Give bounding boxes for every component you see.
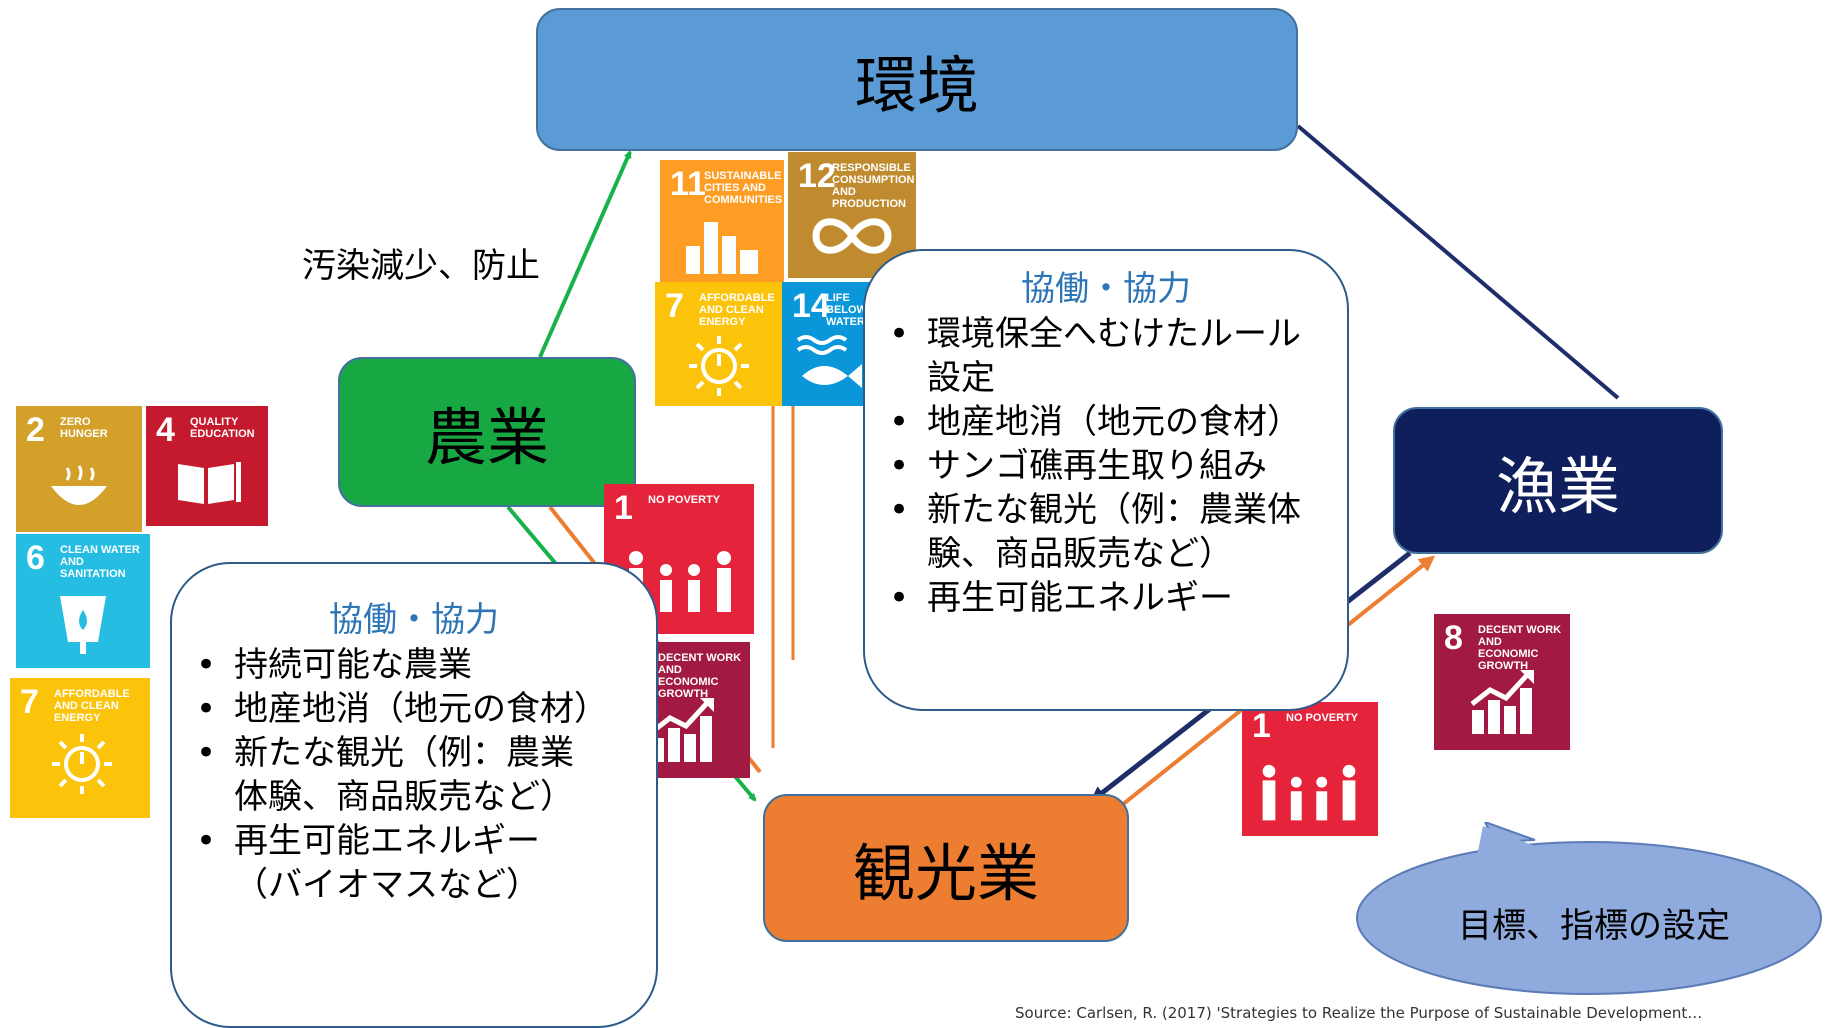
list-item: 新たな観光（例：農業体験、商品販売など）: [172, 731, 602, 819]
card-title: 協働・協力: [329, 600, 499, 640]
node-fishery: 漁業: [1393, 407, 1723, 554]
sdg-tile-7-left: 7 AFFORDABLE AND CLEAN ENERGY: [10, 678, 150, 818]
node-environment-label: 環境: [854, 48, 979, 122]
card-list: 環境保全へむけたルール設定 地産地消（地元の食材） サンゴ礁再生取り組み 新たな…: [865, 312, 1305, 620]
sdg-tile-label: ZERO HUNGER: [60, 416, 108, 440]
list-item: 新たな観光（例：農業体験、商品販売など）: [865, 488, 1305, 576]
sdg-tile-number: 4: [156, 411, 175, 449]
sdg-tile-8-right: 8 DECENT WORK AND ECONOMIC GROWTH: [1434, 614, 1570, 750]
target-bubble-label: 目標、指標の設定: [1458, 906, 1730, 946]
sdg-tile-number: 11: [670, 165, 706, 203]
list-item: 環境保全へむけたルール設定: [865, 312, 1305, 400]
sdg-tile-14: 14 LIFE BELOW WATER: [782, 282, 872, 406]
list-item: 再生可能エネルギー: [865, 576, 1305, 620]
sun-power-icon: [52, 734, 112, 794]
node-environment: 環境: [536, 8, 1298, 151]
city-buildings-icon: [686, 222, 758, 274]
sdg-tile-number: 8: [1444, 619, 1463, 657]
family-icon: [1262, 764, 1356, 821]
sdg-tile-2: 2 ZERO HUNGER: [16, 406, 142, 532]
sdg-tile-number: 12: [798, 157, 836, 195]
sdg-tile-label: AFFORDABLE AND CLEAN ENERGY: [699, 292, 775, 328]
list-item: 持続可能な農業: [172, 643, 602, 687]
infinity-icon: [812, 218, 892, 254]
node-tourism-label: 観光業: [852, 837, 1039, 910]
sdg-tile-label: DECENT WORK AND ECONOMIC GROWTH: [658, 652, 742, 700]
list-item: サンゴ礁再生取り組み: [865, 444, 1305, 488]
node-tourism: 観光業: [763, 794, 1129, 942]
node-fishery-label: 漁業: [1495, 449, 1620, 523]
sdg-tile-7-top: 7 AFFORDABLE AND CLEAN ENERGY: [655, 282, 783, 406]
list-item: 地産地消（地元の食材）: [172, 687, 608, 731]
growth-chart-icon: [1470, 670, 1534, 734]
sdg-tile-number: 14: [792, 287, 830, 325]
sdg-tile-label: SUSTAINABLE CITIES AND COMMUNITIES: [704, 170, 783, 206]
sdg-tile-12: 12 RESPONSIBLE CONSUMPTION AND PRODUCTIO…: [788, 152, 916, 278]
sun-power-icon: [689, 336, 749, 396]
growth-chart-icon: [650, 698, 714, 762]
sdg-tile-4: 4 QUALITY EDUCATION: [146, 406, 268, 526]
collaboration-card-left: 協働・協力 持続可能な農業 地産地消（地元の食材） 新たな観光（例：農業体験、商…: [170, 562, 658, 1028]
list-item: 再生可能エネルギー（バイオマスなど）: [172, 819, 602, 907]
collaboration-card-right: 協働・協力 環境保全へむけたルール設定 地産地消（地元の食材） サンゴ礁再生取り…: [863, 249, 1349, 711]
node-agriculture: 農業: [338, 357, 636, 507]
sdg-tile-1-right: 1 NO POVERTY: [1242, 702, 1378, 836]
sdg-tile-number: 2: [26, 411, 45, 449]
sdg-tile-label: NO POVERTY: [648, 494, 721, 506]
target-bubble-shape: [1356, 822, 1822, 995]
sdg-tile-6: 6 CLEAN WATER AND SANITATION: [16, 534, 150, 668]
sdg-tile-number: 7: [665, 287, 684, 325]
arrow-agri-to-env: [538, 150, 632, 358]
sdg-tile-1-center: 1 NO POVERTY: [604, 484, 754, 634]
book-icon: [178, 462, 241, 504]
sdg-tile-number: 7: [20, 683, 39, 721]
card-list: 持続可能な農業 地産地消（地元の食材） 新たな観光（例：農業体験、商品販売など）…: [172, 643, 608, 907]
node-agriculture-label: 農業: [424, 401, 549, 474]
edge-label-pollution: 汚染減少、防止: [302, 246, 540, 286]
source-citation: Source: Carlsen, R. (2017) 'Strategies t…: [1015, 1004, 1703, 1022]
sdg-tile-number: 1: [614, 489, 633, 527]
sdg-tile-label: LIFE BELOW WATER: [826, 292, 867, 328]
line-env-to-fish: [1296, 124, 1620, 400]
sdg-tile-label: AFFORDABLE AND CLEAN ENERGY: [54, 688, 130, 724]
sdg-tile-number: 1: [1252, 707, 1271, 745]
sdg-tile-label: NO POVERTY: [1286, 712, 1359, 724]
bowl-icon: [51, 465, 107, 505]
sdg-tile-label: DECENT WORK AND ECONOMIC GROWTH: [1478, 624, 1562, 672]
sdg-tile-11: 11 SUSTAINABLE CITIES AND COMMUNITIES: [660, 160, 784, 284]
sdg-tile-label: CLEAN WATER AND SANITATION: [60, 544, 140, 580]
card-title: 協働・協力: [1021, 269, 1191, 309]
sdg-tile-label: RESPONSIBLE CONSUMPTION AND PRODUCTION: [832, 162, 915, 210]
list-item: 地産地消（地元の食材）: [865, 400, 1305, 444]
sdg-tile-label: QUALITY EDUCATION: [190, 416, 255, 440]
sdg-tile-number: 6: [26, 539, 45, 577]
fish-waves-icon: [796, 335, 862, 388]
water-glass-icon: [60, 596, 106, 654]
